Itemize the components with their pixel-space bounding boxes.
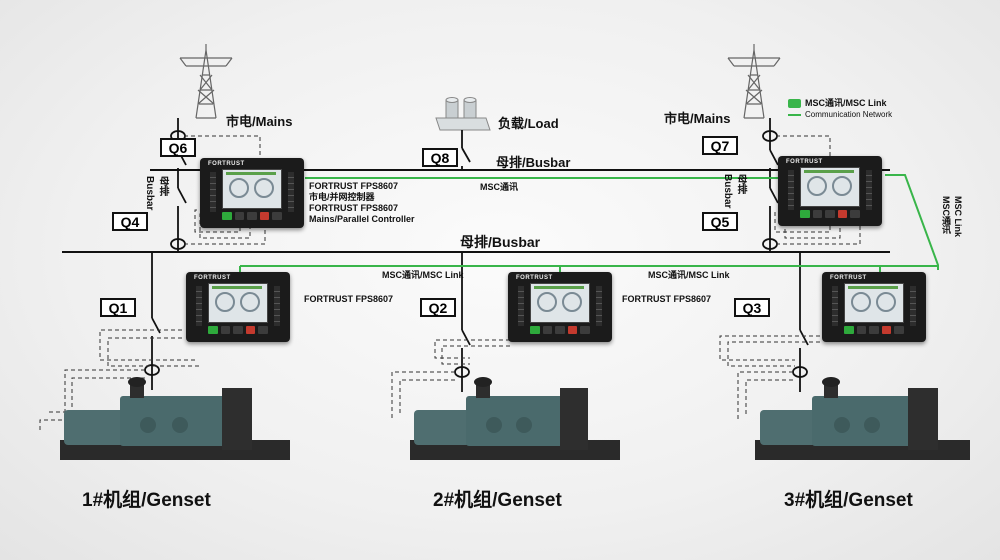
genset1-controller-label: FORTRUST FPS8607 [304,294,394,304]
controller-brand: FORTRUST [194,275,231,281]
controller-brand: FORTRUST [208,161,245,167]
switch-q1: Q1 [100,298,136,317]
switch-q7: Q7 [702,136,738,155]
mains-right-label: 市电/Mains [664,111,731,126]
msc-top-label: MSC通讯 [480,182,518,192]
controller-screen [222,169,282,209]
genset2-controller-label: FORTRUST FPS8607 [622,294,712,304]
load-icon [435,97,491,131]
left-power-tower-icon [179,44,233,119]
controller-brand: FORTRUST [830,275,867,281]
mains-controller-left: FORTRUST [200,158,304,228]
genset-3-label: 3#机组/Genset [784,490,913,511]
switch-q5: Q5 [702,212,738,231]
mains-controller-line2: 市电/并网控制器 [309,192,375,202]
switch-q3: Q3 [734,298,770,317]
genset3-controller: FORTRUST [822,272,926,342]
mains-left-label: 市电/Mains [226,114,293,129]
genset-2-label: 2#机组/Genset [433,490,562,511]
load-feeder [461,130,471,170]
controller-screen [530,283,590,323]
right-power-tower-icon [727,44,781,119]
legend-msc-link: MSC通讯/MSC Link [805,98,887,108]
legend-communication-network: Communication Network [805,110,893,119]
legend-network-line [788,114,801,116]
busbar-vertical-left-label: 母排 Busbar [144,176,168,211]
genset2-controller: FORTRUST [508,272,612,342]
mains-controller-line1: FORTRUST FPS8607 [309,181,399,191]
msc-link-left-label: MSC通讯/MSC Link [382,270,464,280]
genset-1-label: 1#机组/Genset [82,490,211,511]
genset3-feeder [792,252,809,392]
mains-controller-line3: FORTRUST FPS8607 [309,203,399,213]
switch-q6: Q6 [160,138,196,157]
controller-brand: FORTRUST [786,159,823,165]
legend-msc-link-swatch [788,99,801,108]
switch-q4: Q4 [112,212,148,231]
mains-controller-right: FORTRUST [778,156,882,226]
busbar-main-label: 母排/Busbar [460,234,541,250]
genset2-feeder [454,252,471,392]
busbar-vertical-right-label: 母排 Busbar [722,174,746,209]
busbar-top-label: 母排/Busbar [496,155,571,170]
genset-2-icon [410,377,620,460]
genset1-controller: FORTRUST [186,272,290,342]
controller-screen [844,283,904,323]
switch-q8: Q8 [422,148,458,167]
controller-screen [800,167,860,207]
controller-brand: FORTRUST [516,275,553,281]
genset-3-icon [755,377,970,460]
genset1-feeder [144,252,161,390]
mains-controller-line4: Mains/Parallel Controller [309,214,415,224]
right-mains-feeder [762,118,779,252]
controller-screen [208,283,268,323]
msc-link-right-label: MSC通讯/MSC Link [648,270,730,280]
genset-1-icon [60,377,290,460]
msc-link-vertical-label: MSC Link MSC通讯 [941,196,963,238]
msc-communication-network [239,174,939,272]
load-label: 负载/Load [498,116,559,131]
switch-q2: Q2 [420,298,456,317]
